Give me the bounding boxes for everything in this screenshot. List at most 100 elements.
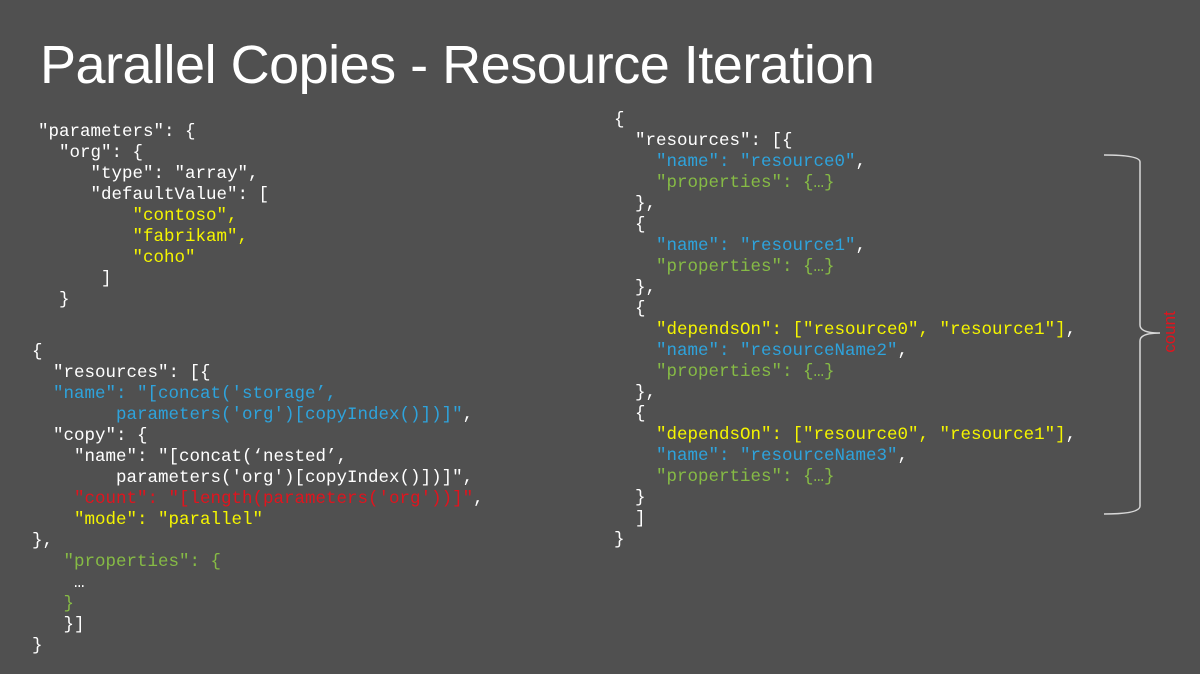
code-token: } [614, 488, 646, 508]
code-token: { [32, 342, 43, 362]
code-token: "name": "resource0" [614, 152, 856, 172]
code-line: "properties": { [32, 552, 222, 573]
code-token: { [614, 215, 646, 235]
code-token: , [1065, 425, 1077, 445]
code-line: "type": "array", [38, 164, 259, 185]
code-token: }, [614, 383, 657, 403]
code-line: "dependsOn": ["resource0", "resource1"], [614, 320, 1076, 341]
code-token: "name": "resource1" [614, 236, 856, 256]
code-line: }] [32, 615, 85, 636]
code-token: , [462, 405, 474, 425]
count-annotation: count [1160, 311, 1179, 353]
code-line: "name": "resourceName3", [614, 446, 908, 467]
code-line: "count": "[length(parameters('org'))]", [32, 489, 484, 510]
code-token: ] [614, 509, 646, 529]
code-line: "name": "resource1", [614, 236, 866, 257]
code-line: … [32, 573, 85, 594]
code-line: "resources": [{ [32, 363, 211, 384]
code-token: parameters('org')[copyIndex()])]" [32, 405, 463, 425]
code-line: { [614, 299, 646, 320]
code-token: "contoso", [38, 206, 238, 226]
code-token: , [897, 446, 909, 466]
code-line: "dependsOn": ["resource0", "resource1"], [614, 425, 1076, 446]
code-token: "defaultValue": [ [38, 185, 270, 205]
code-line: parameters('org')[copyIndex()])]", [32, 468, 473, 489]
code-token: , [855, 236, 867, 256]
code-line: "resources": [{ [614, 131, 793, 152]
code-line: } [614, 488, 646, 509]
code-token: "properties": {…} [614, 173, 835, 193]
code-token: "dependsOn": ["resource0", "resource1"] [614, 320, 1066, 340]
code-token: "name": "resourceName2" [614, 341, 898, 361]
code-token: } [32, 636, 43, 656]
code-token: "mode": "parallel" [32, 510, 264, 530]
code-token: }, [614, 194, 657, 214]
code-token: "resources": [{ [32, 363, 211, 383]
slide-title: Parallel Copies - Resource Iteration [40, 35, 875, 95]
code-line: ] [38, 269, 112, 290]
code-token: "fabrikam", [38, 227, 249, 247]
code-line: ] [614, 509, 646, 530]
code-line: } [32, 636, 43, 657]
code-line: } [38, 290, 70, 311]
code-token: "parameters": { [38, 122, 196, 142]
code-token: ] [38, 269, 112, 289]
code-token: , [1065, 320, 1077, 340]
code-token: , [473, 489, 484, 509]
code-line: "parameters": { [38, 122, 196, 143]
code-token: { [614, 404, 646, 424]
code-line: { [614, 404, 646, 425]
code-line: "properties": {…} [614, 467, 835, 488]
code-token: "properties": { [32, 552, 222, 572]
code-token: } [32, 594, 75, 614]
code-line: } [614, 530, 625, 551]
code-line: "name": "resource0", [614, 152, 866, 173]
code-line: "contoso", [38, 206, 238, 227]
code-token: "name": "[concat(‘nested’, [32, 447, 348, 467]
code-line: }, [614, 278, 656, 299]
code-line: "name": "[concat(‘nested’, [32, 447, 347, 468]
code-line: }, [614, 383, 656, 404]
code-token: "count": "[length(parameters('org'))]" [32, 489, 474, 509]
code-line: "name": "[concat('storage’, [32, 384, 337, 405]
code-token: { [614, 110, 625, 130]
code-token: }, [614, 278, 657, 298]
code-line: "defaultValue": [ [38, 185, 270, 206]
code-token: … [32, 573, 85, 593]
code-line: "org": { [38, 143, 143, 164]
code-line: "mode": "parallel" [32, 510, 263, 531]
code-line: { [32, 342, 43, 363]
code-token: "name": "[concat('storage’, [32, 384, 337, 404]
code-token: { [614, 299, 646, 319]
code-token: "type": "array", [38, 164, 259, 184]
code-line: "properties": {…} [614, 257, 835, 278]
code-line: "fabrikam", [38, 227, 249, 248]
code-token: }] [32, 615, 85, 635]
code-token: , [855, 152, 867, 172]
code-line: "copy": { [32, 426, 148, 447]
code-line: parameters('org')[copyIndex()])]", [32, 405, 473, 426]
code-token: }, [32, 531, 54, 551]
code-line: }, [32, 531, 53, 552]
code-token: } [38, 290, 70, 310]
code-token: } [614, 530, 625, 550]
code-token: "name": "resourceName3" [614, 446, 898, 466]
code-token: "properties": {…} [614, 362, 835, 382]
code-token: "resources": [{ [614, 131, 793, 151]
code-line: }, [614, 194, 656, 215]
code-token: "dependsOn": ["resource0", "resource1"] [614, 425, 1066, 445]
code-token: "properties": {…} [614, 257, 835, 277]
code-token: parameters('org')[copyIndex()])]", [32, 468, 474, 488]
code-token: "properties": {…} [614, 467, 835, 487]
code-line: } [32, 594, 75, 615]
code-token: , [897, 341, 909, 361]
code-line: "properties": {…} [614, 173, 835, 194]
code-token: "coho" [38, 248, 196, 268]
code-token: "copy": { [32, 426, 148, 446]
code-token: "org": { [38, 143, 144, 163]
code-line: { [614, 215, 646, 236]
code-line: "coho" [38, 248, 196, 269]
code-line: "name": "resourceName2", [614, 341, 908, 362]
code-line: "properties": {…} [614, 362, 835, 383]
